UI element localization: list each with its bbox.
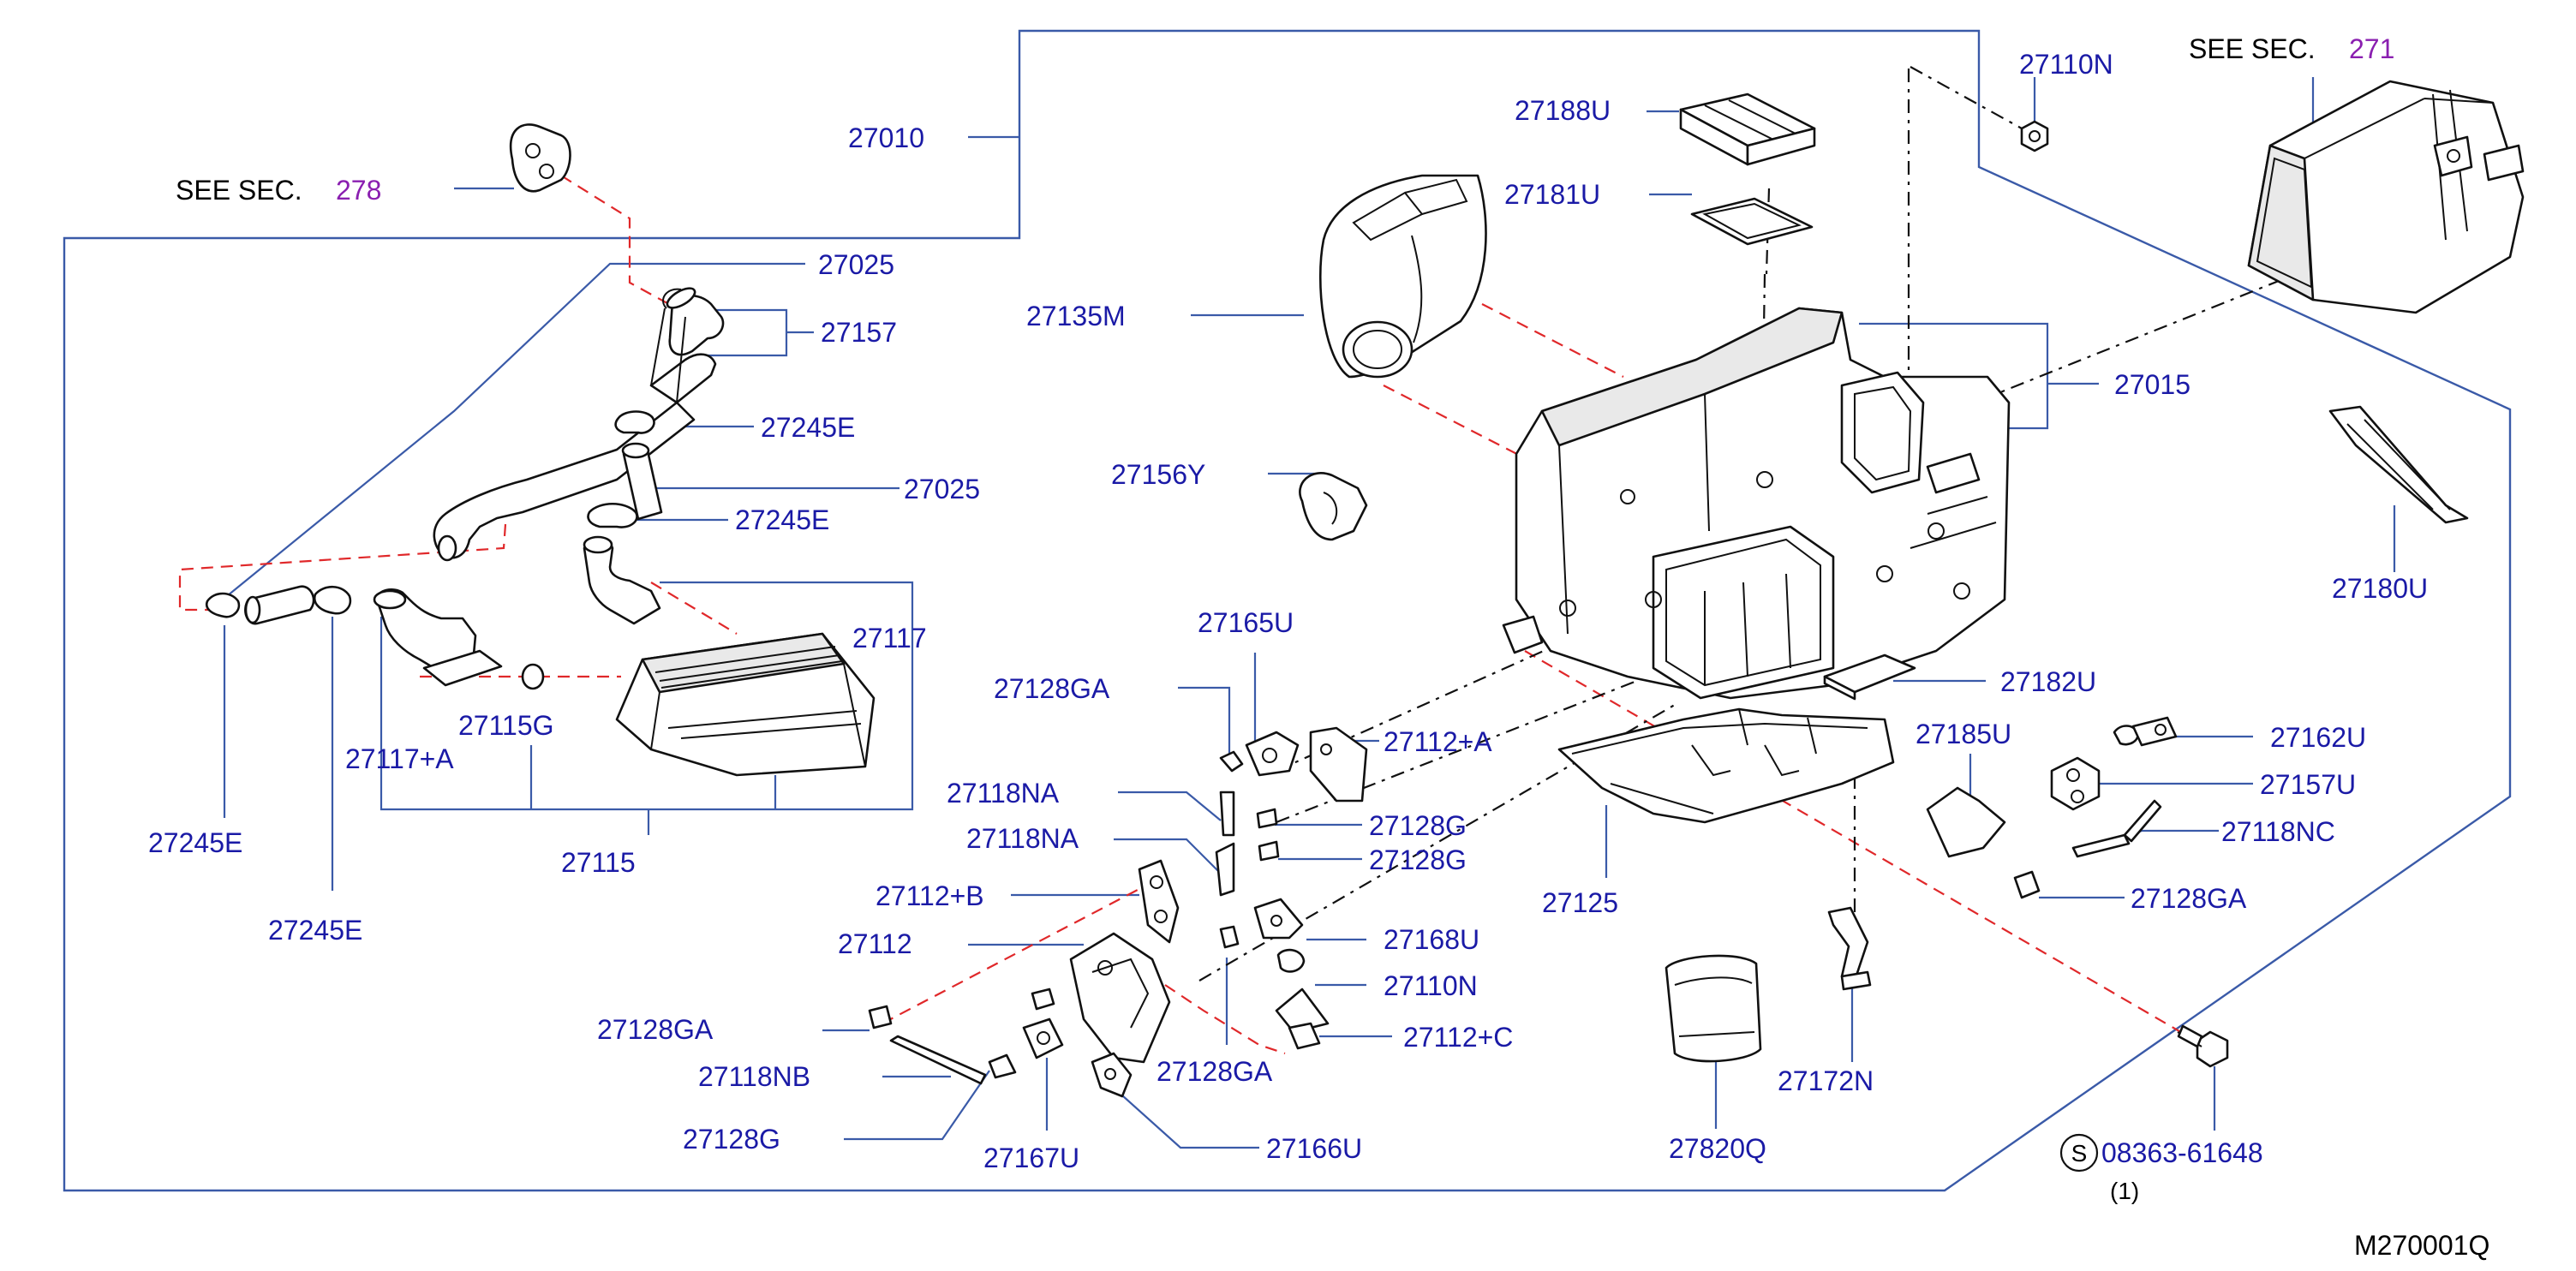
label-27182U[interactable]: 27182U <box>2000 666 2096 697</box>
intake-duct-sec271 <box>2247 80 2525 314</box>
label-27118NC[interactable]: 27118NC <box>2221 816 2335 847</box>
actuator-linkage <box>868 726 1368 1098</box>
hose-clamps <box>205 410 663 625</box>
label-27245E-c[interactable]: 27245E <box>148 827 242 858</box>
red-alignment-lines <box>178 175 2211 1055</box>
label-27181U[interactable]: 27181U <box>1504 179 1600 210</box>
label-27135M[interactable]: 27135M <box>1026 301 1126 331</box>
s-symbol-circle <box>2059 1133 2099 1173</box>
label-27128GA-b[interactable]: 27128GA <box>1157 1056 1273 1087</box>
o-ring-27115G <box>521 663 545 690</box>
label-27168U[interactable]: 27168U <box>1384 924 1479 955</box>
pipe-elbow-27117 <box>373 535 661 687</box>
label-27172N[interactable]: 27172N <box>1778 1065 1874 1096</box>
grommet-sec278 <box>510 123 571 193</box>
label-27115[interactable]: 27115 <box>561 847 636 878</box>
label-27157U[interactable]: 27157U <box>2260 769 2356 800</box>
label-27156Y[interactable]: 27156Y <box>1111 459 1205 490</box>
label-27128G-c[interactable]: 27128G <box>683 1124 780 1155</box>
door-27182U <box>1823 653 1916 701</box>
label-27245E-a[interactable]: 27245E <box>761 412 855 443</box>
label-27820Q[interactable]: 27820Q <box>1669 1133 1766 1164</box>
filters <box>1679 92 1816 246</box>
label-27166U[interactable]: 27166U <box>1266 1133 1362 1164</box>
label-27118NA-a[interactable]: 27118NA <box>947 778 1060 809</box>
label-27128GA-a[interactable]: 27128GA <box>994 673 1110 704</box>
figure-id: M270001Q <box>2354 1230 2489 1261</box>
label-27117[interactable]: 27117 <box>852 623 927 653</box>
label-27180U[interactable]: 27180U <box>2332 573 2428 604</box>
label-27025-mid[interactable]: 27025 <box>904 474 980 504</box>
label-27117A[interactable]: 27117+A <box>345 743 454 774</box>
heater-unit-case-27015 <box>1502 307 2011 700</box>
duct-27135M <box>1319 174 1487 379</box>
clip-27156Y <box>1299 472 1368 541</box>
label-27245E-b[interactable]: 27245E <box>735 504 829 535</box>
label-27165U[interactable]: 27165U <box>1198 607 1294 638</box>
label-27015[interactable]: 27015 <box>2114 369 2190 400</box>
label-27245E-d[interactable]: 27245E <box>268 915 362 946</box>
label-27112[interactable]: 27112 <box>838 928 912 959</box>
label-27128G-b[interactable]: 27128G <box>1369 844 1467 875</box>
nut-27110N-top <box>2020 120 2049 152</box>
label-27185U[interactable]: 27185U <box>1916 719 2011 749</box>
label-27112A[interactable]: 27112+A <box>1384 726 1492 757</box>
label-27110N-mid[interactable]: 27110N <box>1384 970 1478 1001</box>
label-27010[interactable]: 27010 <box>848 122 924 153</box>
leader-lines <box>222 77 2396 1149</box>
label-27025-top[interactable]: 27025 <box>818 249 894 280</box>
lower-case-27125 <box>1557 707 1895 824</box>
heater-core-27115 <box>615 632 876 777</box>
label-27118NA-b[interactable]: 27118NA <box>966 823 1079 854</box>
s-symbol-letter: S <box>2071 1140 2088 1167</box>
label-27128G-a[interactable]: 27128G <box>1369 810 1467 841</box>
label-27112C[interactable]: 27112+C <box>1403 1022 1513 1053</box>
label-27125[interactable]: 27125 <box>1542 887 1618 918</box>
see-sec278-number[interactable]: 278 <box>336 175 381 206</box>
assembly-border <box>63 29 2512 1192</box>
heater-hoses <box>433 287 725 562</box>
label-27128GA-d[interactable]: 27128GA <box>2131 883 2247 914</box>
see-sec278-prefix: SEE SEC. <box>176 175 302 206</box>
label-27167U[interactable]: 27167U <box>983 1143 1079 1173</box>
bracket-27172N <box>1827 906 1872 991</box>
label-27162U[interactable]: 27162U <box>2270 722 2366 753</box>
label-27118NB[interactable]: 27118NB <box>698 1061 810 1092</box>
label-27157[interactable]: 27157 <box>821 317 897 348</box>
see-sec271-number[interactable]: 271 <box>2349 33 2394 64</box>
label-27110N-top[interactable]: 27110N <box>2019 49 2113 80</box>
label-27188U[interactable]: 27188U <box>1515 95 1611 126</box>
see-sec271-prefix: SEE SEC. <box>2189 33 2316 64</box>
label-27128GA-c[interactable]: 27128GA <box>597 1014 714 1045</box>
label-08363-61648[interactable]: 08363-61648 <box>2101 1137 2263 1168</box>
label-27115G[interactable]: 27115G <box>458 710 554 741</box>
insert-27180U <box>2328 405 2469 524</box>
bolt-08363-61648 <box>2177 1024 2229 1068</box>
part-labels: SEE SEC. 278 27010 27025 27157 27245E 27… <box>148 33 2489 1261</box>
label-08363-quantity: (1) <box>2110 1178 2139 1204</box>
cover-27820Q <box>1665 954 1762 1063</box>
right-small-parts <box>1926 716 2178 899</box>
label-27112B[interactable]: 27112+B <box>876 880 984 911</box>
